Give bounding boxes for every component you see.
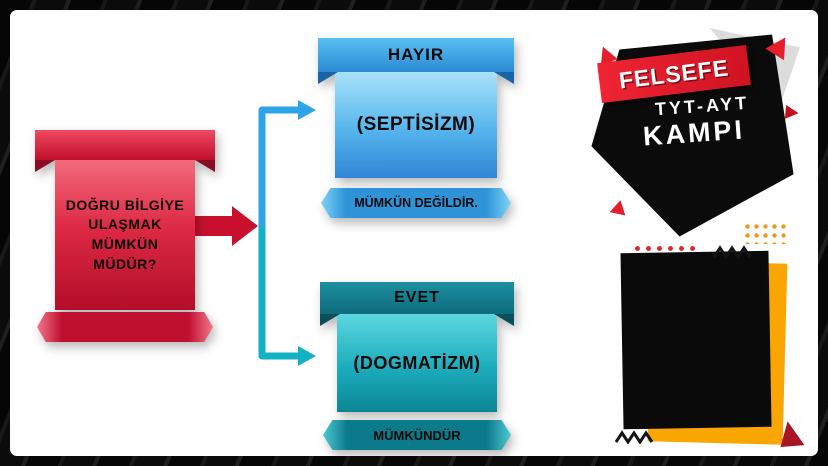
question-text: DOĞRU BİLGİYE ULAŞMAK MÜMKÜN MÜDÜR? xyxy=(55,160,195,310)
no-footer-text: MÜMKÜN DEĞİLDİR. xyxy=(354,196,478,210)
zigzag-icon xyxy=(712,245,752,259)
decor-triangle xyxy=(609,198,629,216)
scroll-fold-right xyxy=(195,160,215,172)
decor-black-square xyxy=(620,250,772,430)
yes-banner: MÜMKÜNDÜR xyxy=(323,420,511,450)
zigzag-icon xyxy=(614,430,654,444)
scroll-fold-left xyxy=(35,160,55,172)
question-line: ULAŞMAK xyxy=(88,216,162,233)
scroll-fold-left xyxy=(318,72,338,84)
question-scroll: DOĞRU BİLGİYE ULAŞMAK MÜMKÜN MÜDÜR? xyxy=(35,130,215,342)
diagram-canvas: DOĞRU BİLGİYE ULAŞMAK MÜMKÜN MÜDÜR? HAYI… xyxy=(10,10,818,456)
question-scroll-cap xyxy=(35,130,215,172)
decor-dots-orange xyxy=(743,222,789,244)
no-banner: MÜMKÜN DEĞİLDİR. xyxy=(321,188,511,218)
yes-scroll: EVET (DOGMATİZM) MÜMKÜNDÜR xyxy=(320,282,514,450)
no-body-text: (SEPTİSİZM) xyxy=(356,114,476,135)
question-arrow xyxy=(194,206,258,246)
scroll-fold-right xyxy=(494,314,514,326)
scroll-fold-left xyxy=(320,314,340,326)
yes-header: EVET xyxy=(394,289,440,306)
no-body: (SEPTİSİZM) xyxy=(335,72,497,178)
no-scroll-cap: HAYIR xyxy=(318,38,514,84)
no-header: HAYIR xyxy=(387,45,445,64)
yes-footer-text: MÜMKÜNDÜR xyxy=(373,427,461,443)
connector-arrows xyxy=(194,100,316,366)
decor-triangle xyxy=(784,104,800,121)
no-connector xyxy=(258,100,316,226)
yes-body: (DOGMATİZM) xyxy=(337,314,497,412)
question-line: DOĞRU BİLGİYE xyxy=(65,196,185,213)
felsefe-logo: FELSEFE TYT-AYT KAMPI xyxy=(585,28,800,244)
yes-body-text: (DOGMATİZM) xyxy=(353,352,481,373)
question-scroll-banner xyxy=(37,312,213,342)
yes-connector xyxy=(258,226,316,366)
yes-scroll-cap: EVET xyxy=(320,282,514,326)
question-line: MÜMKÜN xyxy=(91,236,159,252)
no-scroll: HAYIR (SEPTİSİZM) MÜMKÜN DEĞİLDİR. xyxy=(318,38,514,218)
logo-brand-text: FELSEFE xyxy=(617,53,731,94)
decor-squares xyxy=(610,240,815,454)
scroll-fold-right xyxy=(494,72,514,84)
question-line: MÜDÜR? xyxy=(93,255,157,272)
